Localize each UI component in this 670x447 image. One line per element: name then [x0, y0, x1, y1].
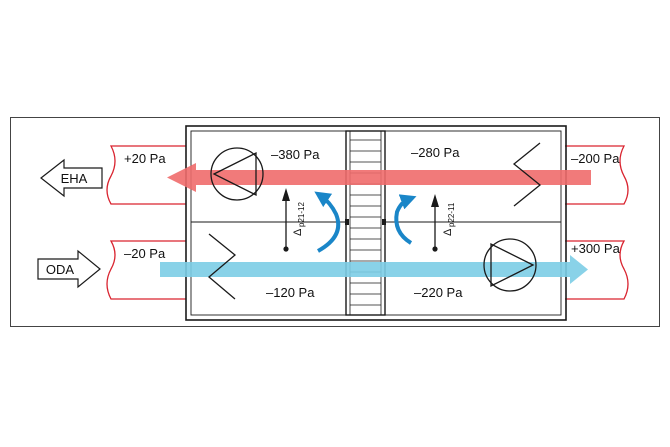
differential-right-label: Δ p22-11: [442, 202, 456, 236]
duct-left-bottom: [106, 240, 186, 300]
oda-arrow: ODA: [37, 249, 101, 289]
pressure-mid-bottom-right: –220 Pa: [414, 285, 463, 300]
pressure-left-top: +20 Pa: [124, 151, 166, 166]
pressure-right-bottom: +300 Pa: [571, 241, 621, 256]
filter-supply: [207, 233, 237, 300]
eha-arrow: EHA: [40, 158, 103, 198]
fan-supply: [483, 238, 537, 292]
eha-label: EHA: [61, 171, 88, 186]
pressure-fan-top: –380 Pa: [271, 147, 320, 162]
svg-text:p21-12: p21-12: [297, 202, 306, 227]
duct-right-top: [565, 145, 629, 205]
pressure-left-bottom: –20 Pa: [124, 246, 166, 261]
outdoor-airflow-arrow: [160, 255, 588, 284]
exhaust-airflow-arrow: [167, 163, 591, 192]
differential-left-label: Δ p21-12: [292, 202, 306, 236]
pressure-mid-bottom-left: –120 Pa: [266, 285, 315, 300]
heat-exchanger: [345, 130, 386, 316]
differential-right-arrow: [431, 194, 439, 252]
duct-right-bottom: [565, 240, 629, 300]
svg-text:Δ: Δ: [442, 228, 454, 236]
svg-text:Δ: Δ: [292, 228, 304, 236]
leak-arrow-left: [314, 191, 341, 253]
leak-arrow-right: [394, 194, 417, 245]
pressure-right-top: –200 Pa: [571, 151, 620, 166]
svg-text:p22-11: p22-11: [447, 202, 456, 227]
differential-left-arrow: [282, 188, 290, 252]
pressure-mid-top: –280 Pa: [411, 145, 460, 160]
fan-exhaust: [210, 147, 264, 201]
unit-housing: [185, 125, 567, 321]
filter-exhaust: [512, 142, 542, 207]
outer-frame: [10, 117, 660, 327]
duct-left-top: [106, 145, 186, 205]
oda-label: ODA: [46, 262, 75, 277]
